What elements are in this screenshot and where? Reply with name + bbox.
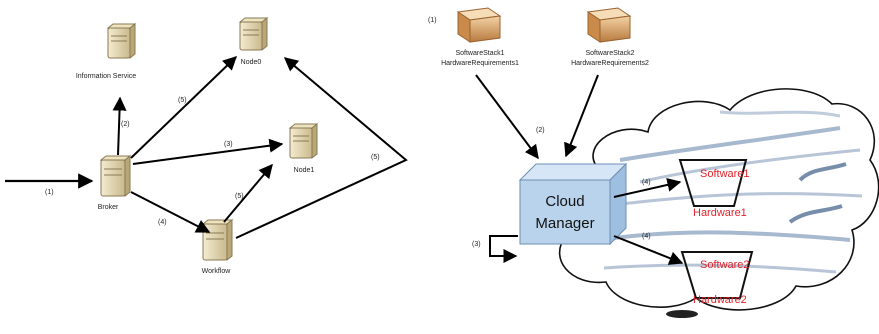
step-input: (1) <box>45 189 54 196</box>
stack1-trapezoid <box>678 159 748 207</box>
cloud-manager-line2: Manager <box>535 215 594 232</box>
left-diagram: Information Service Node0 Node1 Broker W… <box>5 16 408 275</box>
arrow-broker-node0 <box>130 56 238 159</box>
stack2-trapezoid <box>680 251 754 299</box>
arrow-broker-workflow <box>130 191 211 233</box>
workflow-server-icon <box>201 218 234 262</box>
cloud-manager-line1: Cloud <box>545 193 584 210</box>
cloud-icon <box>555 88 879 318</box>
arrow-stack1-cm <box>475 74 539 160</box>
arrow-cm-software2 <box>613 235 684 265</box>
label-node0: Node0 <box>241 59 262 66</box>
cloud-manager-cube: Cloud Manager <box>518 162 628 246</box>
step-to-software2: (4) <box>642 233 651 240</box>
arrow-workflow-loop-node0 <box>235 57 408 239</box>
arrow-broker-info <box>112 96 127 156</box>
node0-server-icon <box>238 16 269 52</box>
arrow-broker-node1 <box>132 138 284 165</box>
label-workflow: Workflow <box>202 268 232 275</box>
node1-server-icon <box>288 122 319 160</box>
step-broker-node1: (3) <box>224 141 233 148</box>
stack2-name: SoftwareStack2 <box>585 50 634 57</box>
arrow-self-loop <box>489 235 518 263</box>
software-stack2-icon <box>586 7 632 43</box>
label-broker: Broker <box>98 204 119 211</box>
software-stack1-icon <box>456 7 502 43</box>
broker-server-icon <box>99 154 132 198</box>
software2-label: Software2 <box>700 259 750 271</box>
label-information-service: Information Service <box>76 73 136 80</box>
arrow-workflow-node1 <box>223 163 273 223</box>
information-service-server-icon <box>106 22 137 60</box>
step-down: (2) <box>536 127 545 134</box>
step-workflow-node1: (5) <box>235 193 244 200</box>
stack2-req: HardwareRequirements2 <box>571 60 649 67</box>
hardware2-label: Hardware2 <box>693 294 747 306</box>
software1-label: Software1 <box>700 168 750 180</box>
step-broker-node0: (5) <box>178 97 187 104</box>
arrow-cm-software1 <box>613 177 682 198</box>
stack1-name: SoftwareStack1 <box>455 50 504 57</box>
hardware1-label: Hardware1 <box>693 207 747 219</box>
step-self: (3) <box>472 241 481 248</box>
step-broker-workflow: (4) <box>158 219 167 226</box>
step-workflow-loop: (5) <box>371 154 380 161</box>
stack1-req: HardwareRequirements1 <box>441 60 519 67</box>
right-diagram: (1) SoftwareStack1 HardwareRequirements1… <box>428 7 879 318</box>
step-broker-info: (2) <box>121 121 130 128</box>
arrow-stack2-cm <box>564 74 599 158</box>
step-to-software1: (4) <box>642 179 651 186</box>
label-node1: Node1 <box>294 167 315 174</box>
step-top: (1) <box>428 17 437 24</box>
